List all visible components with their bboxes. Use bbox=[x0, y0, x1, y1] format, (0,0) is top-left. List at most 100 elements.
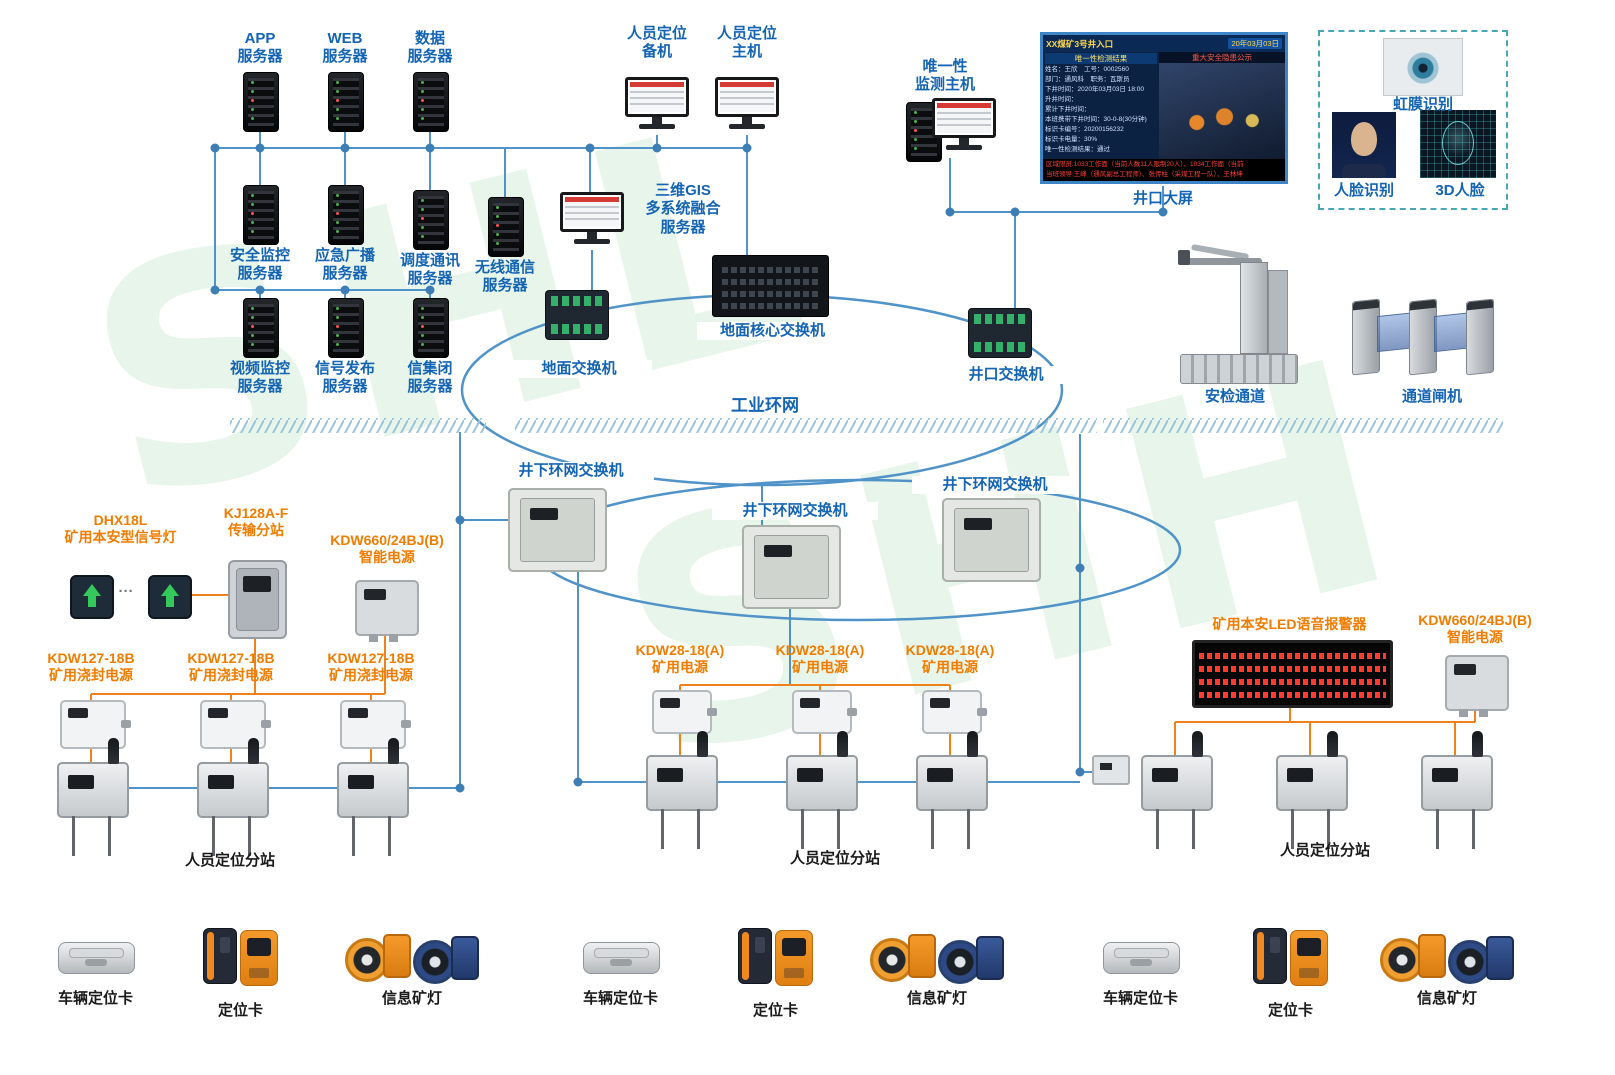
core-switch-icon bbox=[712, 255, 829, 317]
label-smart-power-right: KDW660/24BJ(B) 智能电源 bbox=[1418, 612, 1532, 646]
info-line: 姓名：王欣 工号：0002560 bbox=[1045, 66, 1129, 73]
positioning-card-icon bbox=[240, 930, 278, 986]
label-substation-right: 人员定位分站 bbox=[1279, 842, 1370, 859]
mine-lamp-orange bbox=[870, 930, 936, 986]
label-mine-power-1: KDW28-18(A) 矿用电源 bbox=[635, 642, 725, 676]
label-positioning-card-2: 定位卡 bbox=[752, 1002, 798, 1019]
label-channel-gate: 通道闸机 bbox=[1401, 388, 1462, 405]
label-info-lamp-2: 信息矿灯 bbox=[906, 990, 967, 1007]
label-industrial-ring: 工业环网 bbox=[707, 396, 823, 417]
ground-hatch-right bbox=[1103, 418, 1503, 433]
label-mine-power-2: KDW28-18(A) 矿用电源 bbox=[775, 642, 865, 676]
label-vehicle-card-3: 车辆定位卡 bbox=[1102, 990, 1178, 1007]
label-transmission-substation: KJ128A-F 传输分站 bbox=[223, 505, 289, 539]
big-screen-date: 20年03月03日 bbox=[1228, 38, 1282, 49]
antenna-icon bbox=[697, 731, 708, 757]
label-mine-power-3: KDW28-18(A) 矿用电源 bbox=[905, 642, 995, 676]
server-icon-signal-publish bbox=[328, 298, 364, 358]
monitor-positioning-main bbox=[715, 77, 779, 135]
label-app-server: APP 服务器 bbox=[237, 30, 283, 66]
info-line: 下井时间：2020年03月03日 18:00 bbox=[1045, 86, 1144, 93]
wellhead-switch-icon bbox=[968, 308, 1032, 358]
ground-hatch-middle bbox=[515, 418, 1097, 433]
server-icon-video bbox=[243, 298, 279, 358]
vehicle-card-icon bbox=[1103, 942, 1180, 974]
label-core-switch: 地面核心交换机 bbox=[697, 322, 848, 341]
info-mine-lamps bbox=[1380, 930, 1514, 988]
face-image bbox=[1332, 112, 1396, 178]
antenna-icon bbox=[837, 731, 848, 757]
label-signal-publish-server: 信号发布 服务器 bbox=[314, 360, 375, 396]
iris-image bbox=[1383, 38, 1463, 96]
server-icon-web bbox=[328, 72, 364, 132]
gate-column bbox=[1240, 262, 1268, 354]
gate-base-platform bbox=[1180, 354, 1298, 384]
ground-hatch-left bbox=[230, 418, 486, 433]
label-dispatch-server: 调度通讯 服务器 bbox=[399, 252, 460, 288]
label-broadcast-server: 应急广播 服务器 bbox=[314, 247, 375, 283]
antenna-icon bbox=[967, 731, 978, 757]
label-safety-server: 安全监控 服务器 bbox=[229, 247, 290, 283]
signal-light-ellipsis: ··· bbox=[118, 583, 134, 600]
turnstile-pillar bbox=[1352, 298, 1380, 376]
footer-line: 当班领导:王峰（通风副总工程师）、张传柱（采煤工程一队）、王林坤 bbox=[1046, 171, 1243, 178]
miners-photo bbox=[1159, 63, 1285, 159]
label-positioning-card-1: 定位卡 bbox=[217, 1002, 263, 1019]
mine-signal-light-1 bbox=[70, 575, 114, 619]
sealed-power-3-icon bbox=[340, 700, 411, 749]
label-underground-switch-3: 井下环网交换机 bbox=[912, 476, 1078, 495]
ground-switch-icon bbox=[545, 290, 609, 340]
server-icon-data bbox=[413, 72, 449, 132]
mine-power-3-icon bbox=[922, 690, 987, 734]
info-mine-lamps bbox=[345, 930, 479, 988]
mine-lamp-orange bbox=[345, 930, 411, 986]
panel-title: 唯一性检测结果 bbox=[1045, 53, 1157, 64]
positioning-substation bbox=[337, 738, 409, 856]
big-screen-footer: 区域限员:1033工作面（当前人数11人限制20人）、1034工作面（当前 当班… bbox=[1043, 159, 1285, 181]
uniqueness-result-panel: 唯一性检测结果 姓名：王欣 工号：0002560 部门：通风科 职务：瓦斯员 下… bbox=[1043, 52, 1159, 159]
antenna-icon bbox=[1192, 731, 1203, 757]
label-underground-switch-1: 井下环网交换机 bbox=[488, 462, 654, 481]
label-positioning-card-3: 定位卡 bbox=[1267, 1002, 1313, 1019]
biometric-panel bbox=[1318, 30, 1508, 210]
positioning-substation bbox=[916, 731, 988, 849]
turnstile-pillar bbox=[1466, 298, 1494, 376]
vehicle-card-icon bbox=[58, 942, 135, 974]
mine-power-2-icon bbox=[792, 690, 857, 734]
label-led-alarm: 矿用本安LED语音报警器 bbox=[1212, 616, 1367, 632]
vehicle-card-icon bbox=[583, 942, 660, 974]
gate-camera-icon bbox=[1178, 250, 1190, 265]
notice-title: 重大安全隐患公示 bbox=[1159, 52, 1285, 63]
turnstile-pillar bbox=[1409, 298, 1437, 376]
positioning-substation bbox=[646, 731, 718, 849]
positioning-substation bbox=[197, 738, 269, 856]
junction-dots bbox=[210, 143, 1168, 793]
label-3d-face: 3D人脸 bbox=[1435, 182, 1485, 199]
underground-ring-ellipse bbox=[534, 478, 1182, 622]
info-line: 升井时间： bbox=[1045, 96, 1078, 103]
junction-box-icon bbox=[1092, 755, 1130, 785]
label-sealed-power-3: KDW127-18B 矿用浇封电源 bbox=[327, 650, 415, 684]
positioning-substation bbox=[1421, 731, 1493, 849]
antenna-icon bbox=[108, 738, 119, 764]
positioning-card-icon bbox=[738, 928, 772, 984]
positioning-card-icon bbox=[203, 928, 237, 984]
label-wellhead-switch: 井口交换机 bbox=[928, 366, 1084, 385]
info-line: 部门：通风科 职务：瓦斯员 bbox=[1045, 76, 1130, 83]
positioning-card-icon bbox=[1290, 930, 1328, 986]
antenna-icon bbox=[248, 738, 259, 764]
monitor-uniqueness-host bbox=[932, 98, 996, 156]
positioning-card-icon bbox=[1253, 928, 1287, 984]
info-line: 标识卡编号：20200156232 bbox=[1045, 126, 1124, 133]
label-web-server: WEB 服务器 bbox=[322, 30, 368, 66]
wellhead-big-screen: XX煤矿3号井入口 20年03月03日 唯一性检测结果 姓名：王欣 工号：000… bbox=[1040, 32, 1288, 184]
positioning-substation bbox=[57, 738, 129, 856]
label-gis-server: 三维GIS 多系统融合 服务器 bbox=[645, 182, 721, 236]
label-sealed-power-2: KDW127-18B 矿用浇封电源 bbox=[187, 650, 275, 684]
footer-line: 区域限员:1033工作面（当前人数11人限制20人）、1034工作面（当前 bbox=[1046, 161, 1244, 168]
server-icon-safety-monitor bbox=[243, 185, 279, 245]
label-face-recognition: 人脸识别 bbox=[1333, 182, 1394, 199]
label-smart-power-left: KDW660/24BJ(B) 智能电源 bbox=[330, 532, 444, 566]
info-line: 本班携带下井时间：30-0-8(30分钟) bbox=[1045, 116, 1147, 123]
